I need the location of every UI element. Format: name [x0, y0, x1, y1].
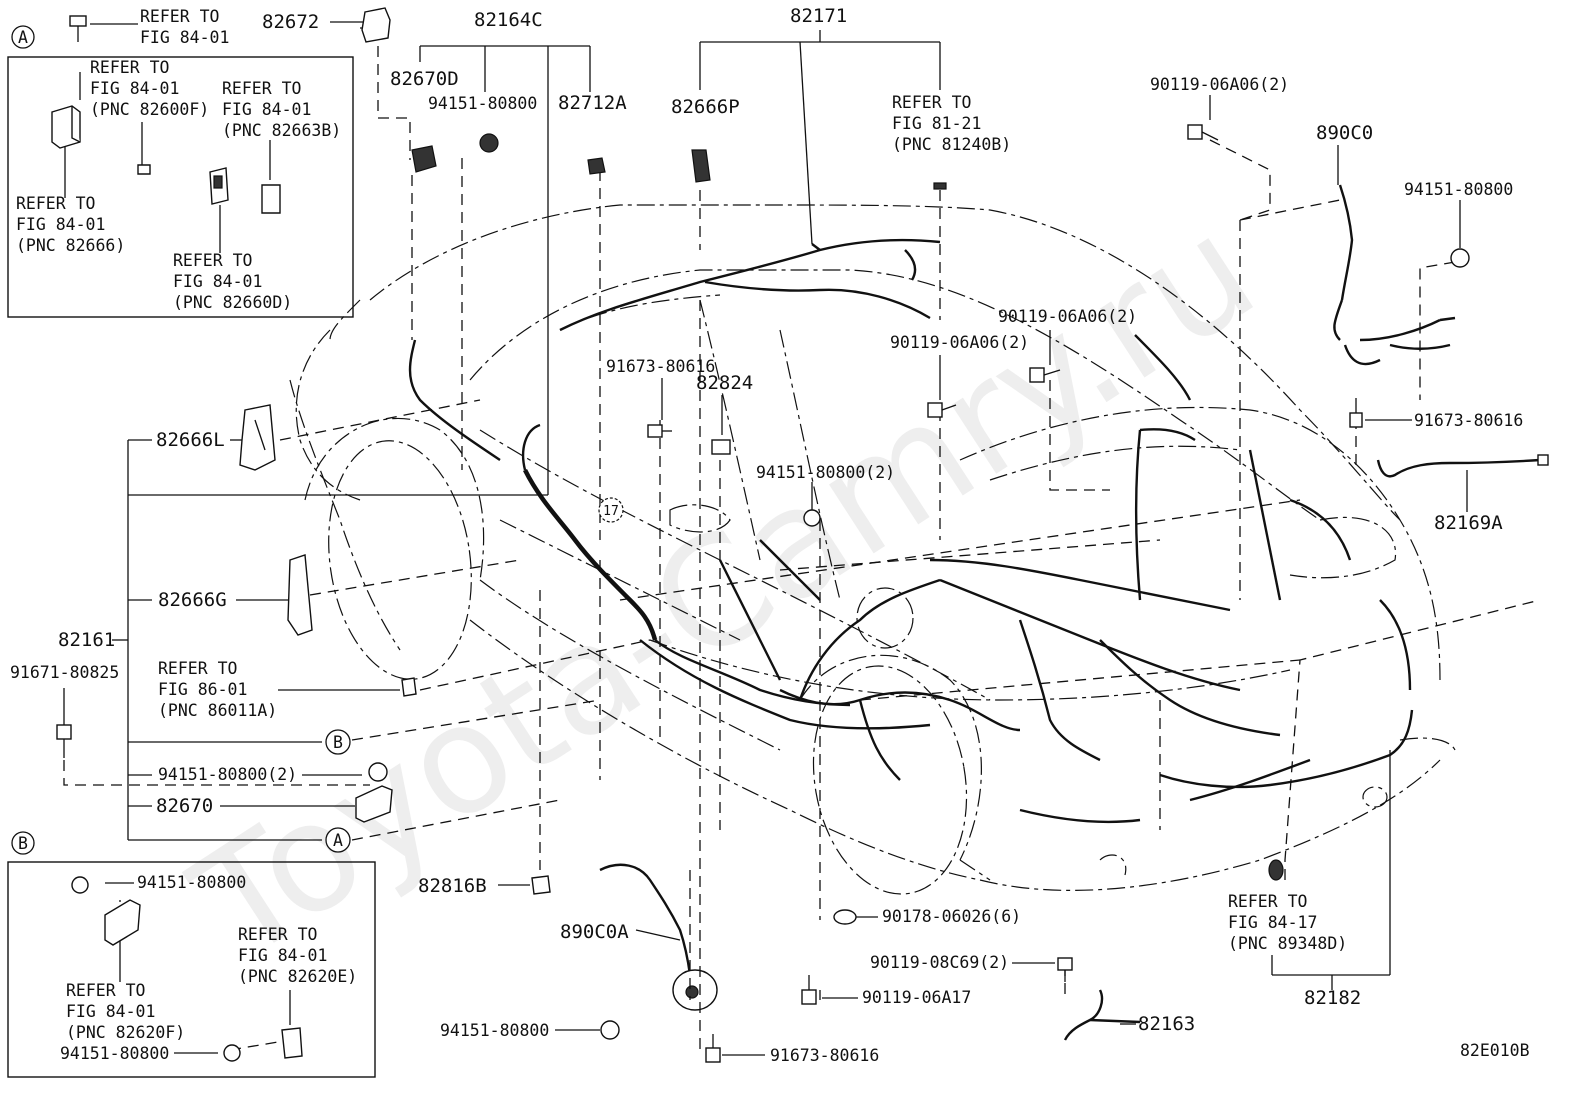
diagram-code: 82E010B [1460, 1041, 1530, 1060]
callout-b-marker: B [333, 733, 343, 752]
bolt-icon [647, 424, 672, 438]
connector-82620e-part [281, 1027, 303, 1059]
part-82670-label: 82670 [156, 795, 213, 817]
bracket-82670-part [355, 785, 393, 823]
part-890c0a-label: 890C0A [560, 921, 629, 943]
bolt-icon [1057, 957, 1073, 982]
clip-82816b-part [531, 875, 551, 895]
part-82672-label: 82672 [262, 11, 319, 33]
part-890c0-label: 890C0 [1316, 122, 1373, 144]
callout-a-marker: A [333, 831, 343, 850]
part-94151-left-label: 94151-80800(2) [158, 765, 297, 784]
connector-82663b-part [261, 184, 281, 214]
part-82666l-label: 82666L [156, 429, 225, 451]
wire-harness [408, 184, 1549, 1041]
nut-part [71, 876, 89, 894]
part-90119-a-label: 90119-06A06(2) [1150, 75, 1289, 94]
callout-markers: B A 17 [325, 497, 624, 853]
part-90178-label: 90178-06026(6) [882, 907, 1021, 926]
bolt-icon [705, 1034, 721, 1063]
part-90119-b-label: 90119-06A06(2) [998, 307, 1137, 326]
part-82169a-label: 82169A [1434, 512, 1503, 534]
clip-81240b-part [933, 182, 947, 190]
clip-82670d-part [411, 145, 437, 173]
part-91671-label: 91671-80825 [10, 663, 119, 682]
part-94151-mid-label: 94151-80800(2) [756, 463, 895, 482]
bracket-82620f-part [104, 899, 141, 946]
bolt-icon [56, 724, 72, 758]
car-body-outline [289, 204, 1456, 895]
callout-17-marker: 17 [603, 504, 619, 519]
part-91673-c-label: 91673-80616 [770, 1046, 879, 1065]
part-82171-label: 82171 [790, 5, 847, 27]
bracket-82666l-part [239, 404, 276, 471]
fasteners [56, 7, 1470, 1063]
part-82666g-label: 82666G [158, 589, 227, 611]
inset-a-marker: A [18, 28, 28, 47]
bolt-icon [1187, 124, 1219, 141]
part-82712a-label: 82712A [558, 92, 627, 114]
part-82666p-label: 82666P [671, 96, 740, 118]
inset-b-marker: B [18, 834, 28, 853]
nut-part [803, 509, 821, 527]
grommet-89348d-part [1268, 859, 1284, 881]
part-91673-a-label: 91673-80616 [606, 357, 715, 376]
part-90119-06a17-label: 90119-06A17 [862, 988, 971, 1007]
leader-lines [63, 21, 1468, 1056]
connector-82666p-part [691, 149, 711, 183]
bracket-82666g-part [287, 554, 313, 636]
bolt-icon [1029, 367, 1061, 383]
part-82824-label: 82824 [696, 372, 753, 394]
nut-part [1450, 248, 1470, 268]
part-82164c-label: 82164C [474, 9, 543, 31]
inset-b-part-top: 94151-80800 [137, 873, 246, 892]
leader-dashes [63, 27, 1541, 1051]
clip-82600f-part [137, 164, 151, 175]
part-82182-label: 82182 [1304, 987, 1361, 1009]
part-82163-label: 82163 [1138, 1013, 1195, 1035]
part-82816b-label: 82816B [418, 875, 487, 897]
bolt-icon [69, 15, 87, 42]
bolt-icon [801, 975, 817, 1005]
bolt-icon [1349, 398, 1363, 428]
nut-part [479, 133, 499, 153]
part-90119-08c69-label: 90119-08C69(2) [870, 953, 1009, 972]
clip-82672-part [361, 7, 391, 43]
part-94151-bottom-label: 94151-80800 [440, 1021, 549, 1040]
nut-part [368, 762, 388, 782]
nut-part [223, 1044, 241, 1062]
inset-b-part-bottom: 94151-80800 [60, 1044, 169, 1063]
part-82670d-label: 82670D [390, 68, 459, 90]
clip-86011a-part [401, 677, 417, 697]
part-94151-right-label: 94151-80800 [1404, 180, 1513, 199]
nut-part [600, 1020, 620, 1040]
part-82161-label: 82161 [58, 629, 115, 651]
clip-82712a-part [587, 157, 606, 175]
part-94151-top-label: 94151-80800 [428, 94, 537, 113]
nut-part [833, 909, 857, 925]
part-91673-b-label: 91673-80616 [1414, 411, 1523, 430]
clip-82824-part [711, 439, 731, 455]
part-90119-c-label: 90119-06A06(2) [890, 333, 1029, 352]
watermark: Toyota-Camry.ru [166, 184, 1284, 995]
bolt-icon [927, 402, 957, 418]
